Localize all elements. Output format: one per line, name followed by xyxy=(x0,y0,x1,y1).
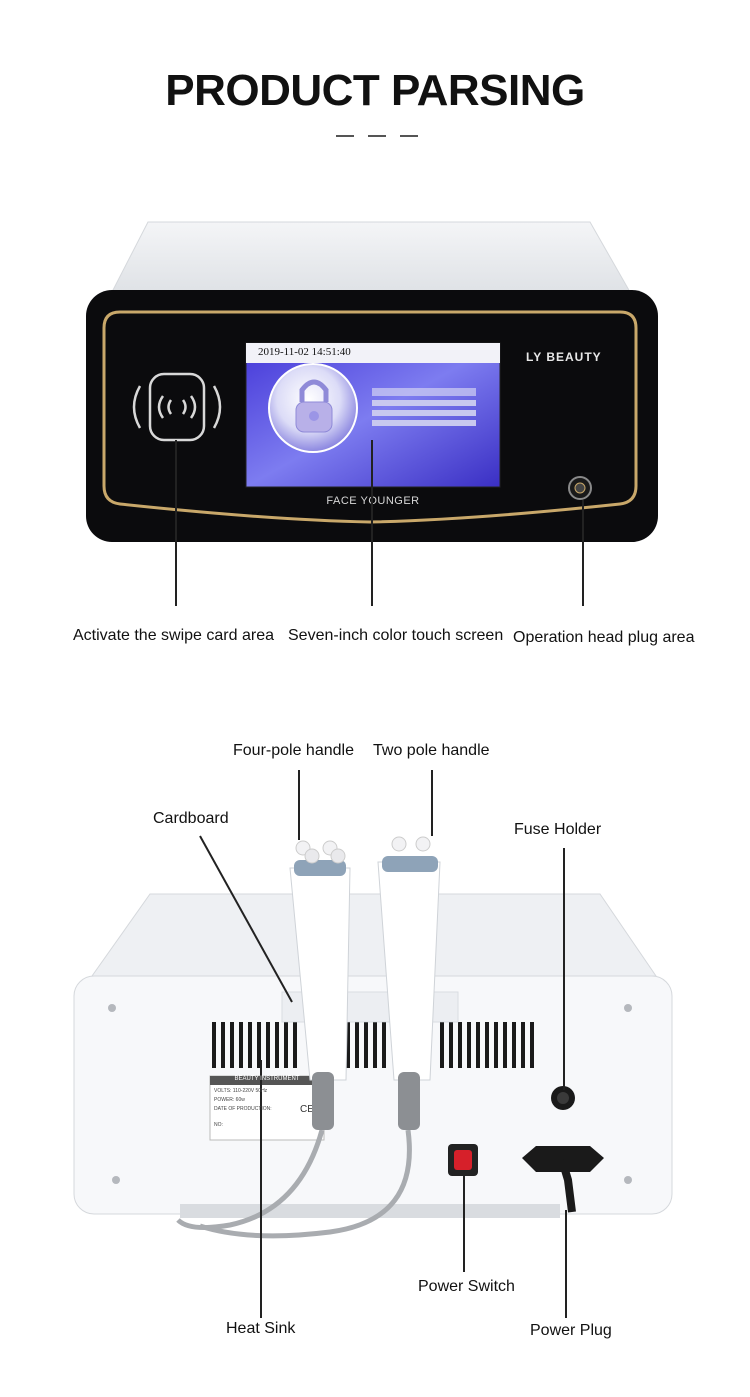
title-divider-dash xyxy=(400,135,418,137)
swipe-card-icon xyxy=(148,372,206,442)
callout-leader xyxy=(563,848,565,1090)
nameplate-no: NO: xyxy=(214,1122,223,1128)
nameplate xyxy=(209,1075,325,1141)
model-label: FACE YOUNGER xyxy=(326,495,420,507)
callout-leader xyxy=(260,1060,262,1318)
nameplate-volts: VOLTS: 110-220V 50Hz xyxy=(214,1088,268,1094)
brand-logo: LY BEAUTY xyxy=(526,350,602,364)
nameplate-power: POWER: 60w xyxy=(214,1097,245,1103)
callout-power-switch: Power Switch xyxy=(418,1278,515,1295)
callout-heat-sink: Heat Sink xyxy=(226,1320,296,1337)
screen-datetime: 2019-11-02 14:51:40 xyxy=(258,346,351,358)
title-divider-dash xyxy=(336,135,354,137)
svg-text:CE: CE xyxy=(300,1104,314,1115)
back-device-illustration: CE xyxy=(73,836,673,1239)
callout-leader xyxy=(298,770,300,840)
gold-trim xyxy=(102,310,638,524)
callout-power-plug: Power Plug xyxy=(530,1322,612,1339)
callout-two-pole: Two pole handle xyxy=(373,742,490,759)
callout-swipe-card: Activate the swipe card area xyxy=(73,627,274,644)
callout-leader xyxy=(175,440,177,606)
callout-fuse-holder: Fuse Holder xyxy=(514,821,602,838)
callout-touch-screen: Seven-inch color touch screen xyxy=(288,627,504,644)
callout-leader xyxy=(582,500,584,606)
callout-leader xyxy=(371,440,373,606)
callout-leader xyxy=(565,1210,567,1318)
heat-sink-vents xyxy=(212,1022,534,1068)
front-device-illustration xyxy=(86,221,658,542)
two-pole-handle xyxy=(377,836,441,1130)
page-title: PRODUCT PARSING xyxy=(165,66,585,115)
callout-leader xyxy=(431,770,433,836)
callout-leader xyxy=(463,1176,465,1272)
callout-cardboard: Cardboard xyxy=(153,810,229,827)
nameplate-title: BEAUTY INSTRUMENT xyxy=(234,1076,300,1082)
cardboard-leader xyxy=(199,835,293,1003)
power-plug-socket xyxy=(522,1146,604,1172)
callout-four-pole: Four-pole handle xyxy=(233,742,354,759)
four-pole-handle xyxy=(289,840,351,1130)
callout-head-plug: Operation head plug area xyxy=(513,629,695,646)
nameplate-date: DATE OF PRODUCTION: xyxy=(214,1106,272,1112)
title-divider-dash xyxy=(368,135,386,137)
